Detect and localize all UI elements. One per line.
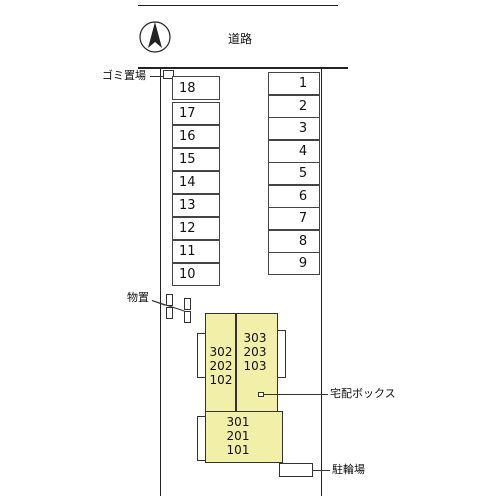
north-arrow-icon: [139, 21, 171, 53]
unit-label: 201: [226, 429, 250, 443]
parking-stall: 10: [172, 263, 220, 286]
delivery-box-label: 宅配ボックス: [330, 387, 396, 400]
parking-stall: 3: [268, 117, 320, 140]
unit-label: 302: [209, 345, 233, 359]
unit-label: 102: [209, 373, 233, 387]
delivery-box-leader-line: [264, 394, 328, 395]
delivery-box-marker: [258, 392, 264, 397]
parking-stall: 13: [172, 194, 220, 217]
storage-label: 物置: [127, 291, 149, 304]
lot-boundary: [160, 68, 322, 496]
parking-stall: 2: [268, 94, 320, 118]
parking-stall: 12: [172, 217, 220, 240]
unit-label: 103: [243, 359, 267, 373]
unit-label: 202: [209, 359, 233, 373]
building-unit-stack-south: 301 201 101: [220, 415, 256, 457]
road-bottom-boundary: [138, 67, 348, 69]
garbage-area-box: [163, 70, 174, 79]
parking-stall: 9: [268, 252, 320, 275]
garbage-leader-line: [150, 76, 163, 77]
parking-stall: 1: [268, 72, 320, 95]
parking-stall: 11: [172, 240, 220, 263]
bicycle-parking-leader-line: [313, 470, 330, 471]
unit-label: 203: [243, 345, 267, 359]
storage-shed: [184, 298, 191, 310]
parking-stall: 16: [172, 125, 220, 148]
building-unit-divider: [235, 313, 237, 413]
road-label: 道路: [228, 32, 253, 46]
parking-stall: 18: [172, 76, 220, 100]
parking-stall: 15: [172, 148, 220, 171]
parking-stall: 5: [268, 162, 320, 185]
parking-stall: 8: [268, 229, 320, 253]
building-north-block: [205, 313, 278, 413]
building-unit-stack-left: 302 202 102: [206, 345, 236, 387]
parking-stall: 17: [172, 102, 220, 125]
storage-shed: [184, 311, 191, 323]
parking-stall: 4: [268, 139, 320, 163]
building-unit-stack-right: 303 203 103: [238, 331, 272, 373]
road-top-boundary: [138, 5, 338, 6]
bicycle-parking-label: 駐輪場: [332, 463, 365, 476]
unit-label: 301: [226, 415, 250, 429]
parking-stall: 14: [172, 171, 220, 194]
unit-label: 101: [226, 443, 250, 457]
unit-label: 303: [243, 331, 267, 345]
parking-stall: 7: [268, 207, 320, 230]
storage-shed: [166, 307, 173, 319]
bicycle-parking-box: [279, 463, 313, 477]
building-south-block: [205, 411, 283, 463]
parking-stall: 6: [268, 184, 320, 208]
garbage-area-label: ゴミ置場: [102, 69, 146, 82]
